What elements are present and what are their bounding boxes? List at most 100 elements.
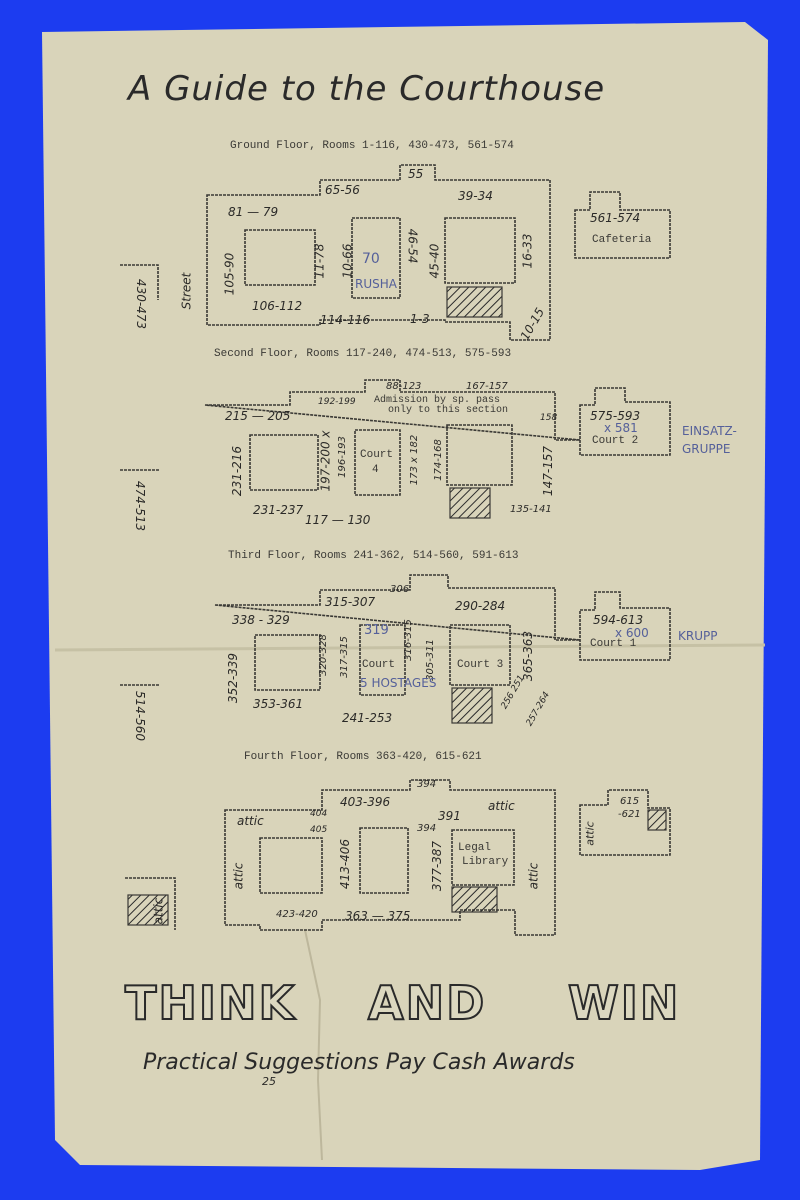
hatch-615 — [647, 809, 667, 831]
slogan-and: AND — [367, 976, 487, 1030]
room-label: 215 — 205 — [225, 409, 291, 423]
pencil-annotation: 70 — [362, 251, 380, 267]
fourth-floor-heading: Fourth Floor, Rooms 363-420, 615-621 — [244, 751, 482, 763]
fold-crease — [54, 643, 766, 652]
room-label: 231-216 — [230, 445, 245, 497]
slogan-text: Practical Suggestions Pay Cash Awards — [143, 1050, 575, 1075]
court-3-room — [449, 624, 511, 686]
room-label: 197-200 x — [318, 430, 333, 492]
court-1-outline — [579, 591, 671, 661]
room-label: 320-328 — [317, 634, 329, 676]
room-label: 88-123 — [386, 381, 422, 392]
restricted-notice: only to this section — [388, 405, 509, 416]
fourth-floor-outline — [224, 779, 556, 936]
second-floor-outline — [204, 379, 581, 441]
room-label: 135-141 — [510, 504, 552, 515]
street-label: Street — [179, 272, 194, 310]
room-label: 39-34 — [458, 189, 493, 203]
room-label: 377-387 — [430, 840, 445, 892]
attic-label: attic — [526, 862, 541, 890]
room-label: 173 x 182 — [409, 434, 421, 486]
cafeteria-outline — [574, 191, 671, 259]
cafeteria-rooms: 561-574 — [590, 211, 641, 225]
third-courtyard-1 — [254, 634, 321, 691]
attic-label: attic — [488, 799, 515, 813]
paper-sheet — [42, 22, 768, 1170]
tear-crease — [304, 929, 323, 1161]
room-label: 106-112 — [252, 299, 303, 313]
court-2-label: Court 2 — [592, 435, 639, 447]
room-label: 114-116 — [320, 313, 371, 327]
room-label: 10-66 — [340, 243, 355, 279]
room-label: 338 - 329 — [232, 613, 290, 627]
attic-annex — [125, 877, 176, 930]
room-label: 315-307 — [325, 595, 376, 609]
attic-label: attic — [583, 821, 597, 846]
court-1-rooms: 594-613 — [593, 613, 644, 627]
room-label: 317-315 — [338, 636, 350, 678]
pencil-annotation: x 581 — [604, 421, 638, 435]
pencil-annotation: RUSHA — [355, 277, 397, 291]
pencil-annotation: x 600 — [615, 626, 649, 640]
second-courtyard-1 — [249, 434, 319, 491]
second-courtyard-3 — [446, 424, 513, 486]
court-2-outline — [579, 387, 671, 456]
court-5-label: Court — [362, 659, 396, 671]
fourth-annex-615-621 — [579, 789, 671, 856]
legal-library-room — [451, 829, 515, 886]
room-label: 404 — [310, 809, 328, 819]
room-label: -621 — [618, 809, 641, 820]
court-5-room — [359, 624, 406, 696]
room-label: 117 — 130 — [305, 513, 371, 527]
pencil-annotation: 319 — [364, 623, 389, 638]
slogan-think: THINK — [124, 976, 297, 1030]
ground-floor-heading: Ground Floor, Rooms 1-116, 430-473, 561-… — [230, 140, 514, 152]
room-label: 11-78 — [312, 243, 327, 279]
annex-label: 514-560 — [133, 690, 148, 742]
room-label: 615 — [620, 796, 640, 807]
slogan-win: WIN — [567, 976, 681, 1030]
room-label: 167-157 — [466, 381, 508, 392]
room-label: 391 — [438, 809, 461, 823]
ground-courtyard-3 — [444, 217, 516, 284]
room-label: 174-168 — [432, 439, 444, 481]
annex-label: 430-473 — [134, 278, 149, 330]
ground-annex-430-473 — [120, 264, 159, 300]
court-3-label: Court 3 — [457, 659, 504, 671]
room-label: 413-406 — [338, 838, 353, 890]
room-label: 306 — [390, 584, 410, 595]
room-label: 241-253 — [342, 711, 393, 725]
pencil-annotation: KRUPP — [678, 629, 718, 643]
room-label: 231-237 — [253, 503, 304, 517]
room-label: 290-284 — [455, 599, 506, 613]
pencil-annotation: EINSATZ- — [682, 424, 737, 438]
hatch-third — [451, 687, 493, 724]
legal-library-label: Legal — [458, 842, 492, 854]
room-label: 46-54 — [405, 228, 420, 264]
annex-label: 474-513 — [133, 480, 148, 532]
attic-label: attic — [231, 862, 246, 890]
room-label: 353-361 — [253, 697, 304, 711]
pencil-annotation: 5 HOSTAGES — [360, 676, 437, 690]
ground-floor-outline — [206, 164, 551, 341]
fourth-courtyard-2 — [359, 827, 409, 894]
room-label: 192-199 — [318, 397, 356, 407]
room-label: 105-90 — [222, 252, 237, 296]
room-label: 158 — [540, 413, 558, 423]
room-label: 423-420 — [276, 909, 318, 920]
room-label: 305-311 — [424, 639, 436, 681]
room-label: 316-315 — [402, 619, 414, 661]
third-floor-heading: Third Floor, Rooms 241-362, 514-560, 591… — [228, 550, 519, 562]
hatch-annex — [127, 894, 169, 926]
room-label: 45-40 — [427, 243, 442, 279]
room-label: 405 — [310, 825, 328, 835]
room-label: 16-33 — [520, 233, 535, 269]
ground-courtyard-1 — [244, 229, 316, 286]
pencil-annotation: GRUPPE — [682, 442, 731, 456]
ground-courtyard-2 — [351, 217, 401, 299]
document-title: A Guide to the Courthouse — [128, 69, 606, 109]
fourth-courtyard-1 — [259, 837, 323, 894]
court-1-label: Court 1 — [590, 638, 637, 650]
room-label: 403-396 — [340, 795, 391, 809]
